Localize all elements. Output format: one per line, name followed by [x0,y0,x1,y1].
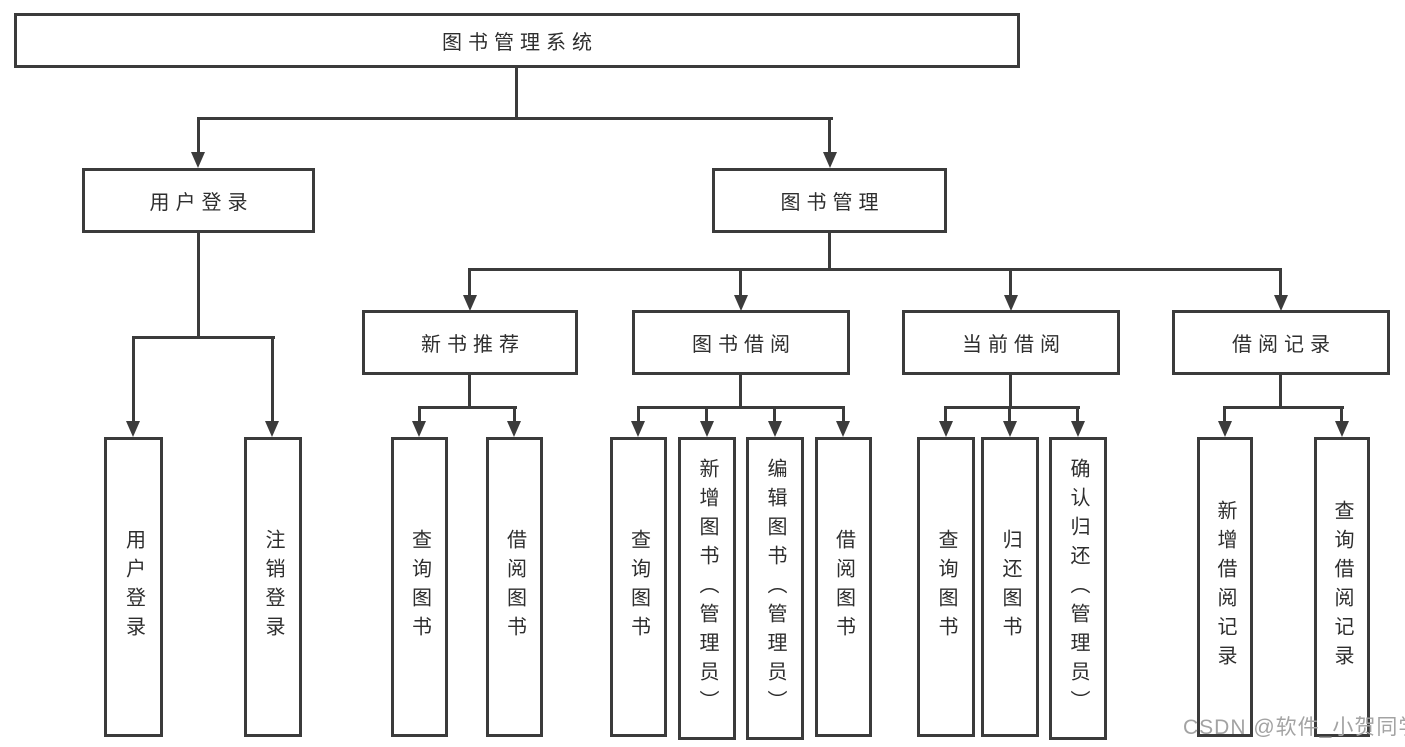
connector-hline [468,268,1282,271]
leaf-borrow-books-recommend: 借阅图书 [486,437,543,737]
connector-vline [842,406,845,421]
leaf-query-borrow-record-label: 查询借阅记录 [1331,500,1353,674]
leaf-borrow-books-label: 借阅图书 [832,529,855,645]
connector-hline [637,406,845,409]
connector-vline [1223,406,1226,421]
leaf-return-book-label: 归还图书 [999,529,1021,645]
node-new-book-recommend-label: 新书推荐 [421,334,525,356]
connector-vline [513,406,516,421]
arrow-down-icon [700,421,714,437]
leaf-borrow-books: 借阅图书 [815,437,872,737]
connector-hline [1224,406,1344,409]
leaf-add-borrow-record-label: 新增借阅记录 [1214,500,1236,674]
connector-vline [418,406,421,421]
leaf-query-borrow-record: 查询借阅记录 [1314,437,1370,737]
arrow-down-icon [126,421,140,437]
connector-hline [418,406,517,409]
connector-vline [1009,375,1012,408]
leaf-add-borrow-record: 新增借阅记录 [1197,437,1253,737]
node-new-book-recommend: 新书推荐 [362,310,578,375]
arrow-down-icon [631,421,645,437]
leaf-query-books-recommend: 查询图书 [391,437,448,737]
connector-vline [944,406,947,421]
connector-vline [1279,268,1282,295]
node-root: 图书管理系统 [14,13,1020,68]
connector-vline [468,268,471,295]
arrow-down-icon [836,421,850,437]
connector-vline [132,336,135,421]
leaf-borrow-books-recommend-label: 借阅图书 [503,529,526,645]
leaf-confirm-return-admin: 确认归还（管理员） [1049,437,1107,740]
arrow-down-icon [1218,421,1232,437]
node-book-management-label: 图书管理 [780,192,885,214]
leaf-query-books-current-label: 查询图书 [935,529,957,645]
leaf-edit-book-admin-label: 编辑图书（管理员） [764,458,786,719]
connector-vline [739,268,742,295]
leaf-confirm-return-admin-label: 确认归还（管理员） [1067,458,1089,719]
leaf-query-books-recommend-label: 查询图书 [408,529,431,645]
arrow-down-icon [1071,421,1085,437]
connector-vline [828,233,831,270]
leaf-query-books-borrow: 查询图书 [610,437,667,737]
node-root-label: 图书管理系统 [442,32,598,54]
arrow-down-icon [1004,295,1018,311]
node-borrow-records-label: 借阅记录 [1232,334,1336,356]
leaf-return-book: 归还图书 [981,437,1039,737]
node-book-management: 图书管理 [712,168,947,233]
connector-vline [468,375,471,408]
arrow-down-icon [463,295,477,311]
arrow-down-icon [768,421,782,437]
leaf-query-books-borrow-label: 查询图书 [627,529,650,645]
node-user-login-label: 用户登录 [149,192,254,214]
connector-vline [1009,268,1012,295]
leaf-user-login: 用户登录 [104,437,163,737]
arrow-down-icon [823,152,837,168]
node-book-borrow-label: 图书借阅 [692,334,796,356]
connector-vline [1340,406,1343,421]
arrow-down-icon [1274,295,1288,311]
leaf-add-book-admin: 新增图书（管理员） [678,437,736,740]
arrow-down-icon [412,421,426,437]
arrow-down-icon [265,421,279,437]
arrow-down-icon [939,421,953,437]
arrow-down-icon [1003,421,1017,437]
leaf-logout-label: 注销登录 [262,529,284,645]
leaf-user-login-label: 用户登录 [122,529,145,645]
node-user-login: 用户登录 [82,168,315,233]
watermark: CSDN @软件_小贺同学 [1183,716,1405,739]
node-current-borrow-label: 当前借阅 [962,334,1066,356]
node-current-borrow: 当前借阅 [902,310,1120,375]
arrow-down-icon [1335,421,1349,437]
arrow-down-icon [191,152,205,168]
connector-vline [1076,406,1079,421]
arrow-down-icon [734,295,748,311]
connector-vline [828,117,831,152]
arrow-down-icon [507,421,521,437]
connector-vline [197,233,200,336]
connector-vline [705,406,708,421]
connector-vline [1279,375,1282,408]
leaf-query-books-current: 查询图书 [917,437,975,737]
connector-vline [515,68,518,118]
connector-vline [1008,406,1011,421]
connector-hline [945,406,1080,409]
connector-vline [773,406,776,421]
leaf-logout: 注销登录 [244,437,302,737]
node-book-borrow: 图书借阅 [632,310,850,375]
leaf-add-book-admin-label: 新增图书（管理员） [696,458,718,719]
connector-hline [132,336,275,339]
node-borrow-records: 借阅记录 [1172,310,1390,375]
connector-vline [271,336,274,421]
leaf-edit-book-admin: 编辑图书（管理员） [746,437,804,740]
connector-vline [197,117,200,152]
connector-hline [197,117,833,120]
connector-vline [637,406,640,421]
connector-vline [739,375,742,408]
